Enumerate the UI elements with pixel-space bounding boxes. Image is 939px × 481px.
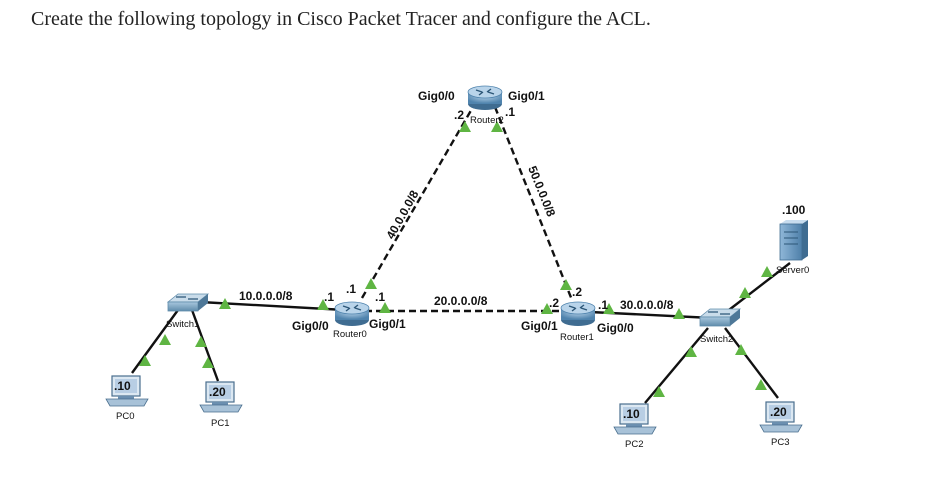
- link-router0-router2[interactable]: [360, 106, 475, 299]
- router2-name: Router2: [470, 115, 504, 126]
- switch1[interactable]: Switch1: [166, 293, 210, 330]
- pc0-ip: .10: [114, 379, 131, 393]
- link-switch2-pc3[interactable]: [724, 327, 779, 399]
- router2[interactable]: Router2: [467, 85, 504, 126]
- network-label-10: 10.0.0.0/8: [239, 289, 293, 303]
- router0-ip-right: .1: [375, 290, 385, 304]
- router1-ip-left: .2: [549, 296, 559, 310]
- router1[interactable]: Router1: [560, 301, 596, 343]
- link-switch2-pc2[interactable]: [644, 327, 709, 404]
- router-icon: [467, 85, 503, 110]
- network-label-40: 40.0.0.0/8: [383, 188, 421, 242]
- status-triangle-icon: [379, 302, 391, 313]
- status-triangle-icon: [219, 298, 231, 309]
- router0-ip-up: .1: [346, 282, 356, 296]
- status-triangle-icon: [195, 336, 207, 347]
- server-icon: [779, 220, 808, 261]
- link-switch1-pc0[interactable]: [131, 309, 179, 374]
- router0-ip-left: .1: [324, 290, 334, 304]
- status-triangle-icon: [541, 303, 553, 314]
- router1-if-right: Gig0/0: [597, 321, 634, 335]
- status-triangle-icon: [159, 334, 171, 345]
- switch-icon: [698, 308, 742, 327]
- links: [131, 106, 791, 404]
- router0-if-left: Gig0/0: [292, 319, 329, 333]
- status-triangle-icon: [459, 121, 471, 132]
- router2-if-left: Gig0/0: [418, 89, 455, 103]
- status-triangle-icon: [761, 266, 773, 277]
- status-triangle-icon: [735, 344, 747, 355]
- router1-if-left: Gig0/1: [521, 319, 558, 333]
- pc2-name: PC2: [625, 439, 643, 450]
- pc0-name: PC0: [116, 411, 134, 422]
- pc-icon: [199, 381, 243, 413]
- network-label-50: 50.0.0.0/8: [525, 164, 558, 219]
- status-triangle-icon: [673, 308, 685, 319]
- pc-icon: [613, 403, 657, 435]
- router2-ip-right: .1: [505, 105, 515, 119]
- router0[interactable]: Router0: [333, 301, 370, 340]
- server0-name: Server0: [776, 265, 809, 276]
- status-triangle-icon: [560, 279, 572, 290]
- instruction-text: Create the following topology in Cisco P…: [31, 8, 651, 30]
- pc3[interactable]: .20 PC3: [759, 401, 803, 448]
- network-label-20: 20.0.0.0/8: [434, 294, 488, 308]
- status-triangle-icon: [653, 386, 665, 397]
- status-triangle-icon: [202, 357, 214, 368]
- pc0[interactable]: .10 PC0: [105, 375, 149, 422]
- router2-ip-left: .2: [454, 108, 464, 122]
- pc-icon: [105, 375, 149, 407]
- switch2-name: Switch2: [700, 334, 733, 345]
- status-triangle-icon: [739, 287, 751, 298]
- status-triangle-icon: [685, 346, 697, 357]
- router1-ip-up: .2: [572, 285, 582, 299]
- pc3-name: PC3: [771, 437, 789, 448]
- switch2[interactable]: Switch2: [698, 308, 742, 345]
- server0[interactable]: Server0: [776, 220, 809, 276]
- router-icon: [560, 301, 596, 326]
- status-triangle-icon: [755, 379, 767, 390]
- router-icon: [334, 301, 370, 326]
- router0-name: Router0: [333, 329, 367, 340]
- pc-icon: [759, 401, 803, 433]
- switch1-name: Switch1: [166, 319, 199, 330]
- switch-icon: [166, 293, 210, 312]
- server0-ip: .100: [782, 203, 806, 217]
- router1-name: Router1: [560, 332, 594, 343]
- pc1-ip: .20: [209, 385, 226, 399]
- link-router2-router1[interactable]: [493, 106, 574, 301]
- router2-if-right: Gig0/1: [508, 89, 545, 103]
- status-triangle-icon: [139, 355, 151, 366]
- router0-if-right: Gig0/1: [369, 317, 406, 331]
- pc1-name: PC1: [211, 418, 229, 429]
- status-triangle-icon: [365, 278, 377, 289]
- pc2-ip: .10: [623, 407, 640, 421]
- status-triangle-icon: [603, 303, 615, 314]
- network-label-30: 30.0.0.0/8: [620, 298, 674, 312]
- pc3-ip: .20: [770, 405, 787, 419]
- router1-ip-right: .1: [598, 298, 608, 312]
- link-status-indicators: [139, 121, 773, 397]
- pc2[interactable]: .10 PC2: [613, 403, 657, 450]
- pc1[interactable]: .20 PC1: [199, 381, 243, 429]
- status-triangle-icon: [317, 299, 329, 310]
- link-switch2-server0[interactable]: [724, 262, 791, 314]
- status-triangle-icon: [491, 121, 503, 132]
